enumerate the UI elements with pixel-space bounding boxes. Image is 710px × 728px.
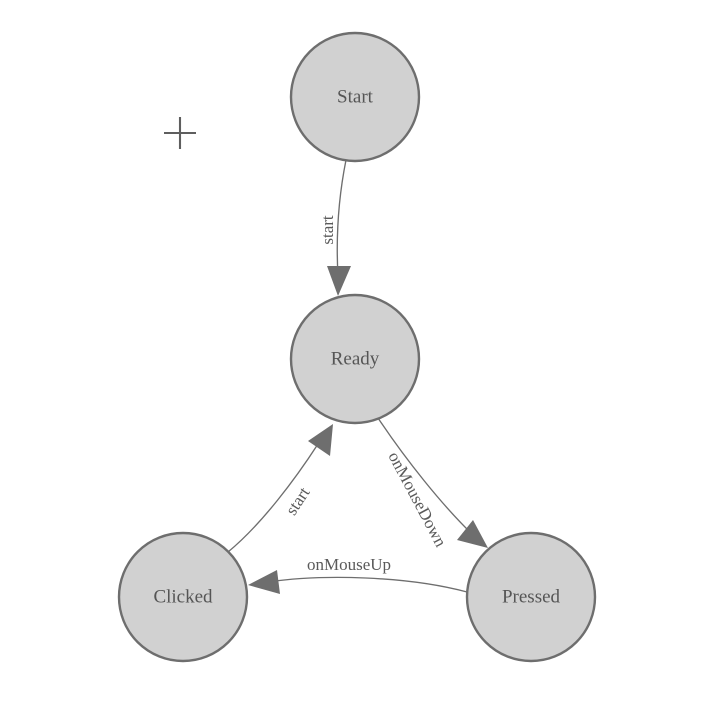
node-ready[interactable]: Ready xyxy=(289,293,421,425)
edge-start-to-ready-arrowhead xyxy=(327,266,351,296)
edge-pressed-to-clicked-arrowhead xyxy=(248,570,280,594)
edge-ready-to-pressed-arrowhead xyxy=(457,520,488,548)
edge-start-to-ready-path xyxy=(336,159,347,277)
crosshair-marker xyxy=(164,117,196,149)
node-pressed[interactable]: Pressed xyxy=(465,531,597,663)
node-ready-circle xyxy=(289,293,421,425)
edge-label-start-to-ready: start xyxy=(318,215,337,245)
edge-label-ready-to-pressed: onMouseDown xyxy=(384,449,450,551)
node-pressed-circle xyxy=(465,531,597,663)
edge-pressed-to-clicked[interactable]: onMouseUp xyxy=(248,555,468,594)
edge-ready-to-pressed-path xyxy=(377,417,474,536)
edge-label-pressed-to-clicked: onMouseUp xyxy=(307,555,391,574)
node-start[interactable]: Start xyxy=(289,31,421,163)
edge-pressed-to-clicked-path xyxy=(267,576,468,593)
edge-ready-to-pressed[interactable]: onMouseDown xyxy=(377,417,488,551)
edge-clicked-to-ready[interactable]: start xyxy=(227,424,333,553)
edge-clicked-to-ready-path xyxy=(227,443,319,553)
node-clicked-circle xyxy=(117,531,249,663)
node-clicked[interactable]: Clicked xyxy=(117,531,249,663)
edge-clicked-to-ready-arrowhead xyxy=(308,424,333,456)
edge-start-to-ready[interactable]: start xyxy=(318,159,351,296)
node-start-circle xyxy=(289,31,421,163)
